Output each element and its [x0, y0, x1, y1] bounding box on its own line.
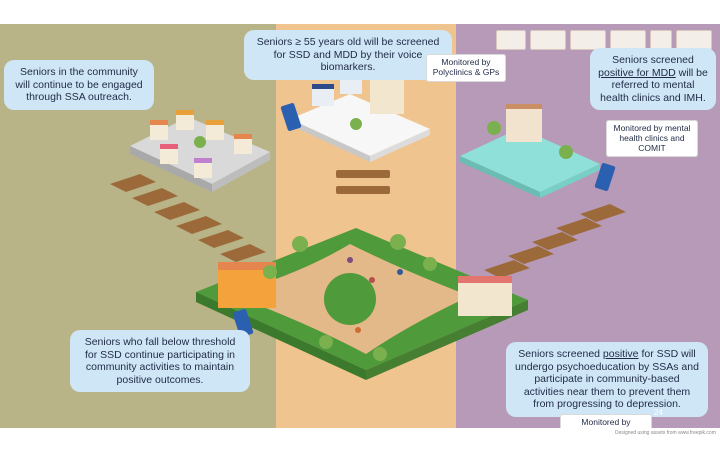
top-center-callout: Seniors ≥ 55 years old will be screened …: [244, 30, 452, 80]
mental-health-clinic-block: [460, 104, 616, 198]
isometric-illustration: [110, 70, 626, 380]
logo-2: [530, 30, 566, 50]
left-callout: Seniors in the community will continue t…: [4, 60, 154, 110]
bottom-right-callout-prefix: Seniors screened: [518, 348, 603, 360]
logo-5: [650, 30, 672, 50]
bottom-right-callout: Seniors screened positive for SSD will u…: [506, 342, 708, 417]
bottom-left-callout: Seniors who fall below threshold for SSD…: [70, 330, 250, 393]
top-center-monitor-note: Monitored by Polyclinics & GPs: [426, 54, 506, 82]
community-housing-block: [130, 110, 270, 192]
right-callout-prefix: Seniors screened: [612, 54, 694, 66]
right-callout-underlined: positive for MDD: [598, 66, 676, 79]
polyclinic-block: [280, 70, 430, 162]
wooden-path-center: [336, 170, 390, 194]
right-callout: Seniors screened positive for MDD will b…: [590, 48, 716, 111]
wooden-path-right: [484, 204, 626, 278]
footer-credit: Designed using assets from www.freepik.c…: [615, 430, 716, 436]
right-callout-suffix: will be referred to mental health clinic…: [600, 66, 708, 104]
bottom-right-monitor-note: Monitored by CREST: [560, 414, 652, 428]
bottom-right-callout-suffix: for SSD will undergo psychoeducation by …: [515, 348, 699, 411]
logo-1: [496, 30, 526, 50]
slide-number: 24: [654, 408, 663, 417]
slide: Seniors ≥ 55 years old will be screened …: [0, 24, 720, 428]
partner-logos: [496, 30, 716, 50]
right-monitor-note: Monitored by mental health clinics and C…: [606, 120, 698, 158]
logo-4: [610, 30, 646, 50]
bottom-right-callout-underlined: positive: [602, 348, 639, 360]
logo-3: [570, 30, 606, 50]
logo-6: [676, 30, 712, 50]
wooden-path-left: [110, 174, 266, 262]
